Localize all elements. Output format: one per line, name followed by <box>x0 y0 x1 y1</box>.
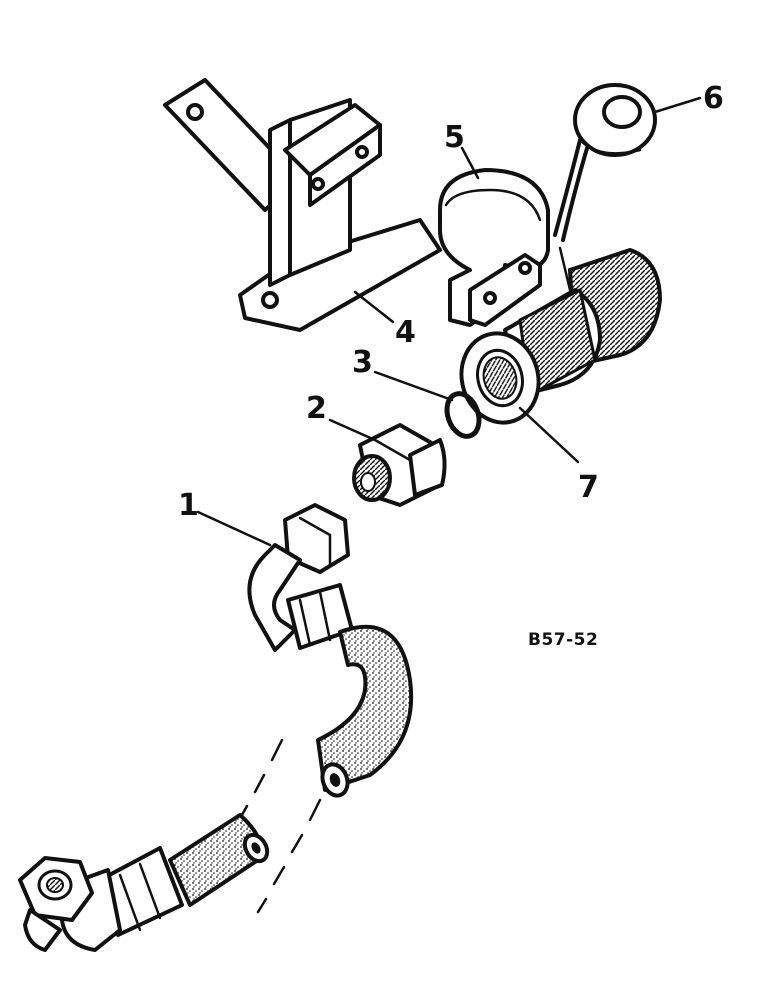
adapter-fitting <box>352 423 447 507</box>
leader-5 <box>460 146 480 180</box>
figure-code: B57-52 <box>528 630 598 650</box>
leader-lines <box>196 96 702 547</box>
callout-7: 7 <box>578 470 599 505</box>
leader-3 <box>373 370 454 402</box>
leader-2 <box>328 418 377 442</box>
callout-3: 3 <box>352 345 373 380</box>
o-ring <box>444 391 482 439</box>
callout-6: 6 <box>703 81 724 116</box>
leader-4 <box>353 290 395 324</box>
callout-2: 2 <box>306 391 327 426</box>
hose-assembly <box>18 503 414 952</box>
mounting-bracket <box>163 78 442 332</box>
callout-4: 4 <box>395 315 416 350</box>
ring-terminal <box>553 83 657 242</box>
sensor-body <box>459 246 663 425</box>
leader-6 <box>653 96 702 114</box>
callout-5: 5 <box>444 120 465 155</box>
callout-1: 1 <box>178 488 199 523</box>
hose-clamp <box>438 168 550 327</box>
leader-1 <box>196 510 272 547</box>
leader-7 <box>518 406 580 464</box>
